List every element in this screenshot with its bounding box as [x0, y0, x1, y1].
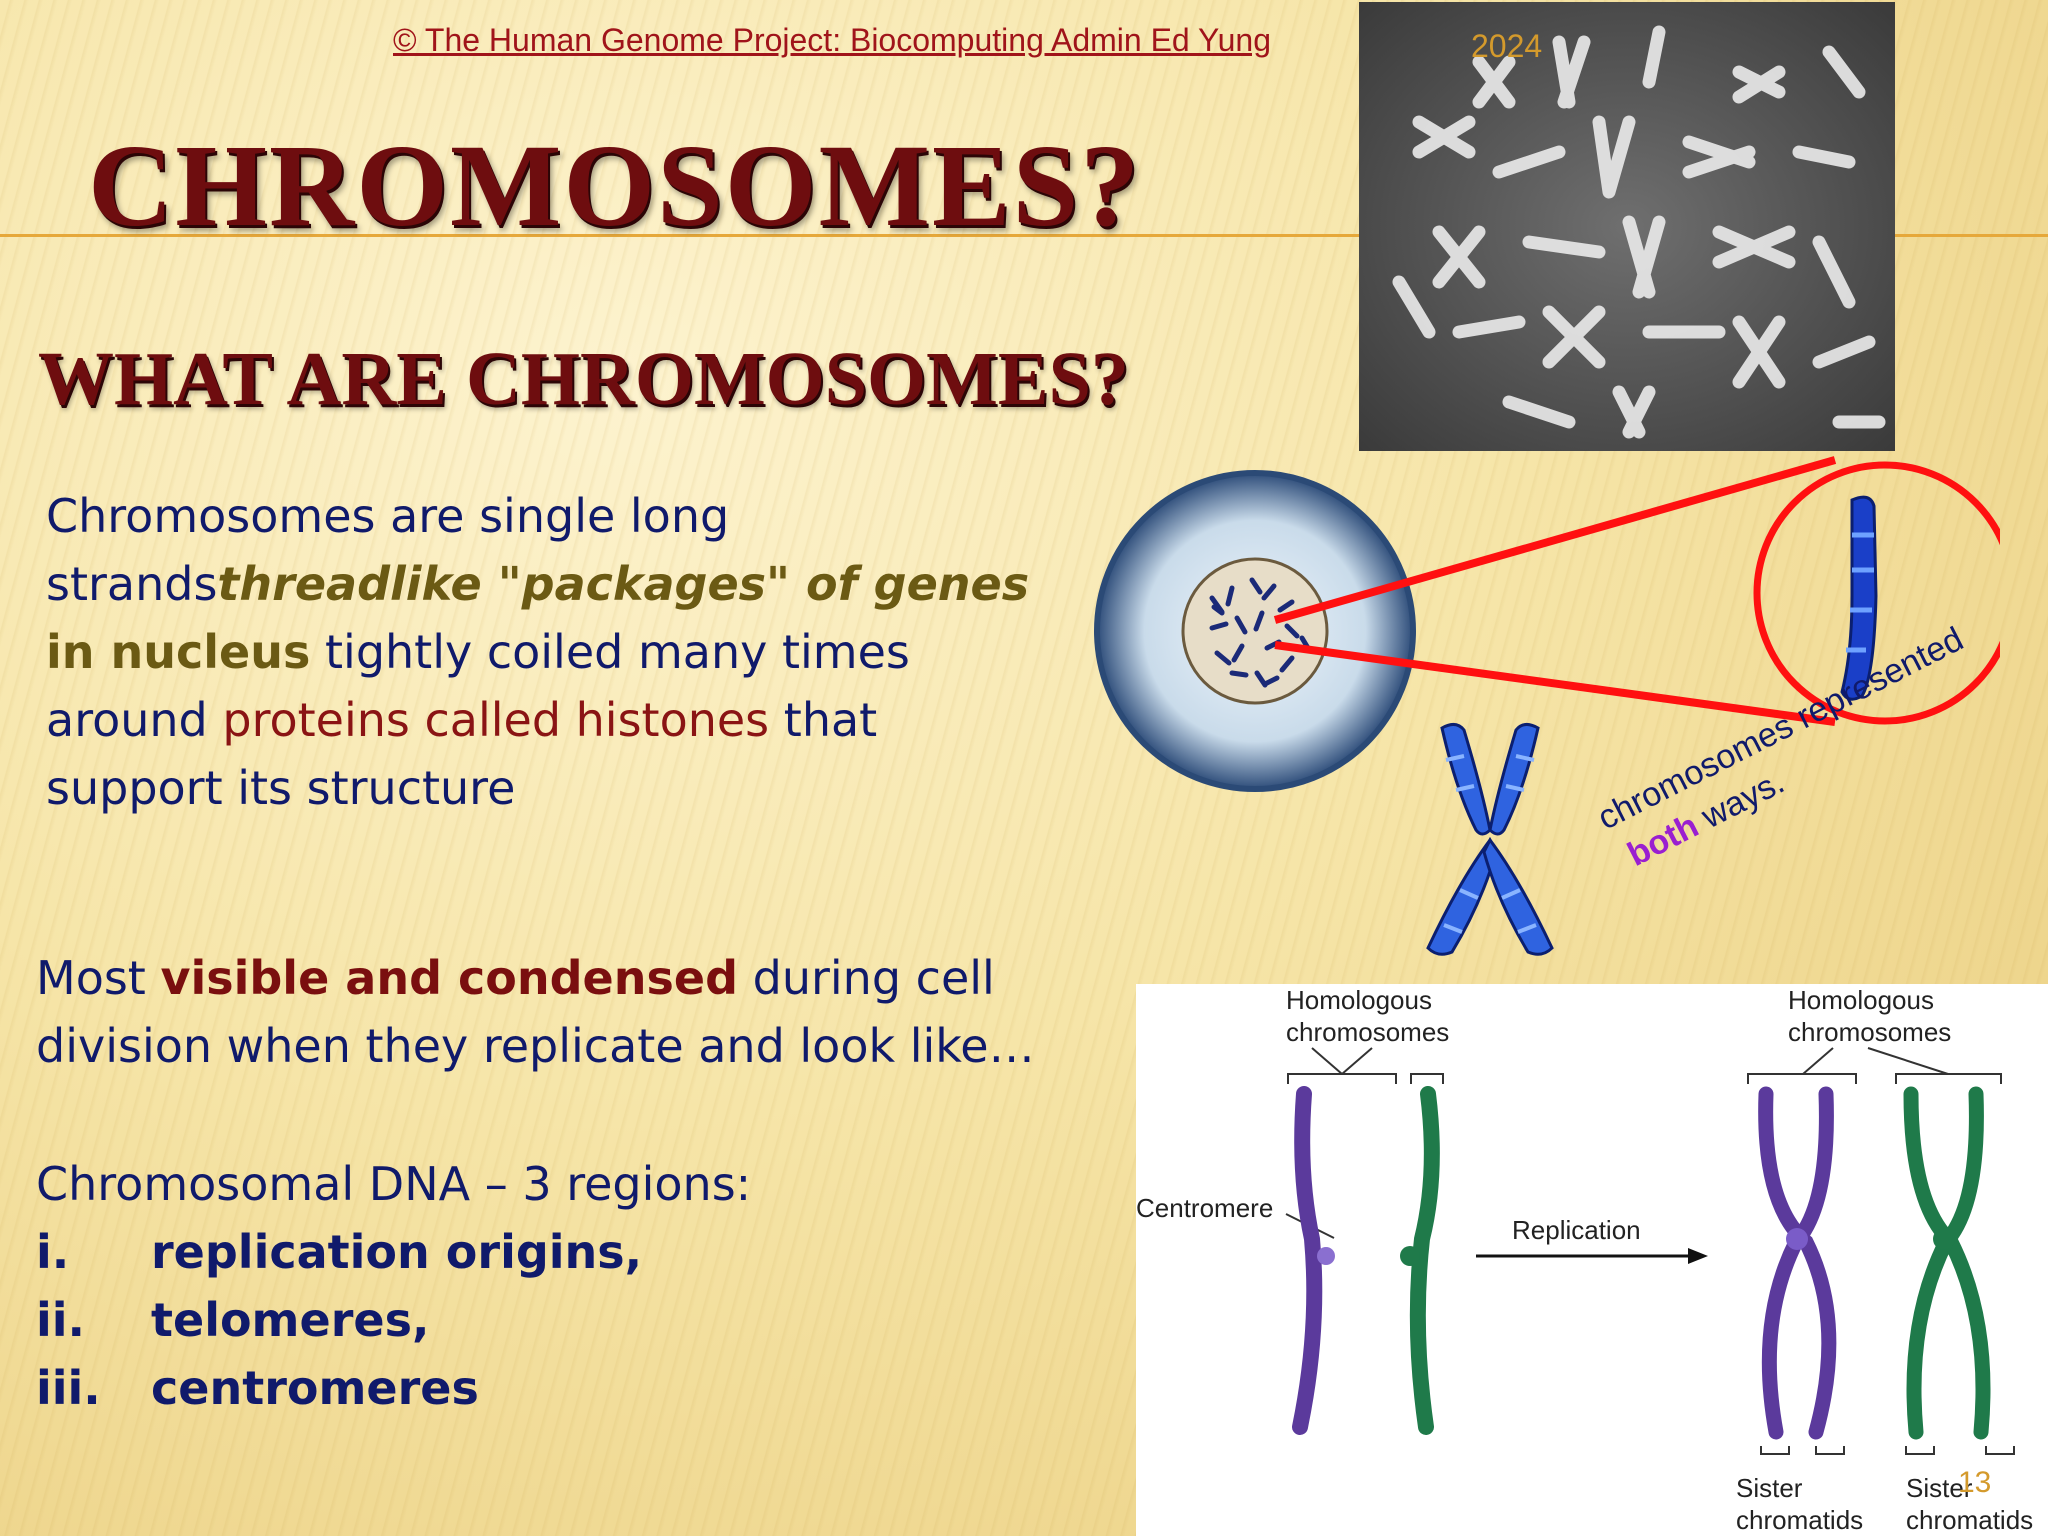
replication-diagram-graphic [1285, 1047, 2015, 1455]
sister-chromatids-label-right: Sister chromatids [1906, 1473, 2034, 1535]
cell-nucleus-illustration [1094, 470, 1416, 792]
micrograph-graphic [1392, 25, 1886, 439]
definition-emphasis: threadlike "packages" of genes [217, 557, 1030, 611]
homologous-label-right: Homologous chromosomes [1788, 985, 1952, 1047]
regions-heading: Chromosomal DNA – 3 regions: [36, 1157, 752, 1211]
condensation-text-2: during cell division when they replicate… [36, 951, 1035, 1073]
slide-subtitle: WHAT ARE CHROMOSOMES? [38, 337, 1129, 421]
definition-paragraph: Chromosomes are single long strandsthrea… [46, 482, 1066, 822]
single-chromosome-icon [1840, 495, 1878, 701]
photo-year-label: 2024 [1471, 28, 1543, 64]
definition-nucleus: in nucleus [46, 625, 311, 679]
list-item: i.replication origins, [36, 1225, 643, 1279]
list-item: iii.centromeres [36, 1361, 479, 1415]
condensation-paragraph: Most visible and condensed during cell d… [36, 944, 1116, 1080]
x-chromosome-icon [1426, 723, 1554, 956]
centromere-label: Centromere [1136, 1193, 1274, 1223]
definition-histones: proteins called histones [222, 693, 770, 747]
regions-section: Chromosomal DNA – 3 regions: i.replicati… [36, 1150, 1116, 1422]
zoom-circle [1753, 461, 2000, 725]
zoom-highlight-graphic [1273, 456, 2000, 726]
slide-number: 13 [1958, 1466, 1992, 1499]
condensation-emphasis: visible and condensed [160, 951, 739, 1005]
homologous-label-left: Homologous chromosomes [1286, 985, 1450, 1047]
definition-text-1: Chromosomes are single long strands [46, 489, 730, 611]
definition-text-2: tightly coiled many times around [46, 625, 910, 747]
list-item: ii.telomeres, [36, 1293, 430, 1347]
replication-label: Replication [1512, 1215, 1641, 1245]
condensation-text-1: Most [36, 951, 161, 1005]
chromosome-micrograph-image: 2024 [1359, 2, 1895, 451]
sister-chromatids-label-left: Sister chromatids [1736, 1473, 1864, 1535]
replication-diagram: Homologous chromosomes Homologous chromo… [1136, 984, 2048, 1536]
copyright-link[interactable]: © The Human Genome Project: Biocomputing… [393, 22, 1271, 58]
definition-text-3: that support its structure [46, 693, 878, 815]
accent-divider-line [0, 234, 2048, 237]
slide-title: CHROMOSOMES? [88, 120, 1142, 251]
